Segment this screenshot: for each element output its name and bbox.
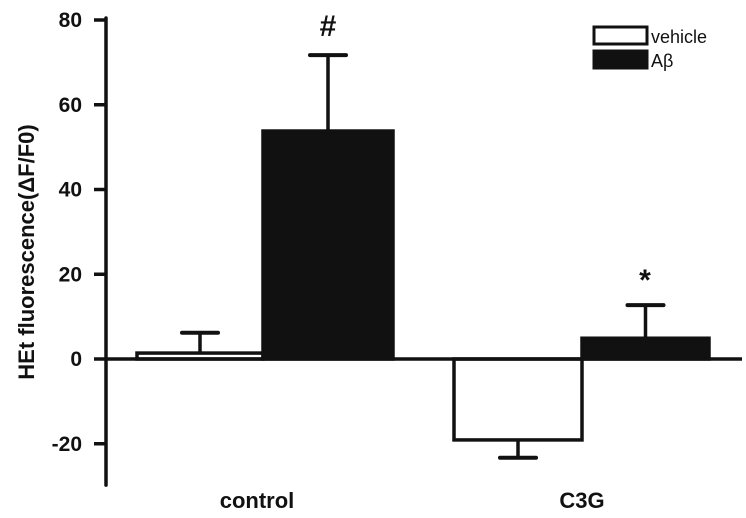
annotations: #* <box>320 10 652 297</box>
bars <box>135 53 711 460</box>
legend-label: vehicle <box>651 27 707 47</box>
legend-swatch <box>592 25 649 46</box>
y-tick-label: 60 <box>59 94 82 117</box>
legend-label: Aβ <box>651 51 673 71</box>
significance-marker: # <box>320 10 337 43</box>
legend-swatch <box>592 49 649 70</box>
y-tick-label: -20 <box>52 433 82 456</box>
y-tick-label: 0 <box>70 348 82 371</box>
bar-vehicle-c3g <box>452 357 584 442</box>
bar-abeta-c3g <box>580 336 711 361</box>
y-tick-label: 40 <box>59 179 82 202</box>
y-axis: 80 60 40 20 0 -20 <box>52 9 108 487</box>
significance-marker: * <box>639 264 651 297</box>
y-tick-label: 80 <box>59 9 82 32</box>
x-category-label: control <box>220 488 295 513</box>
y-tick-label: 20 <box>59 263 82 286</box>
bar-abeta-control <box>261 129 395 361</box>
x-category-label: C3G <box>559 488 604 513</box>
x-axis: control C3G <box>106 357 742 513</box>
y-axis-label: HEt fluorescence(ΔF/F0) <box>14 124 39 379</box>
